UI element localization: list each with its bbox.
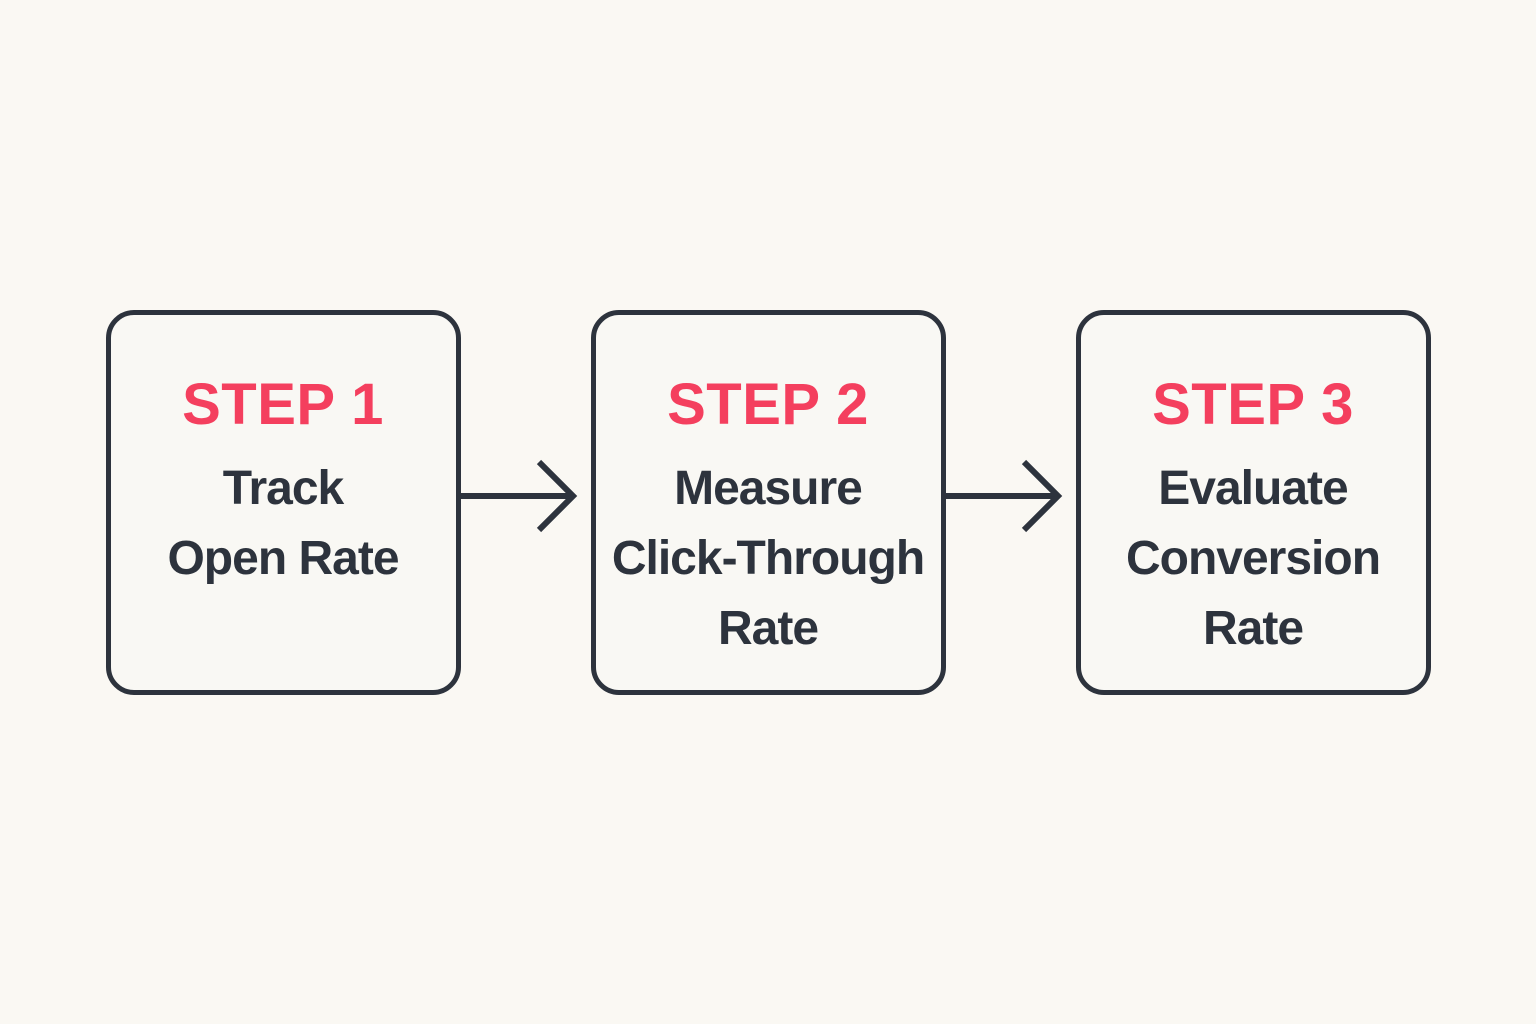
- step-1-title-line: Open Rate: [167, 532, 399, 585]
- step-3-title-line: Evaluate: [1158, 462, 1348, 515]
- step-box-2: STEP 2 Measure Click-Through Rate: [590, 310, 946, 695]
- step-1-title: Track Open Rate: [167, 454, 399, 594]
- step-2-label: STEP 2: [667, 372, 869, 437]
- arrow-right-icon: [460, 446, 591, 546]
- step-2-title-line: Click-Through: [611, 532, 925, 585]
- step-3-title-line: Rate: [1202, 602, 1304, 655]
- step-2-title-line: Measure: [674, 462, 863, 515]
- step-1-title-line: Track: [222, 462, 344, 515]
- step-1-label: STEP 1: [182, 372, 384, 437]
- step-3-label: STEP 3: [1152, 372, 1354, 437]
- step-3-title: Evaluate Conversion Rate: [1125, 454, 1381, 664]
- step-2-title: Measure Click-Through Rate: [611, 454, 925, 664]
- step-2-title-line: Rate: [717, 602, 819, 655]
- step-box-1: STEP 1 Track Open Rate: [105, 310, 461, 695]
- flow-row: STEP 1 Track Open Rate STEP 2 Measure Cl…: [0, 310, 1536, 695]
- step-box-3: STEP 3 Evaluate Conversion Rate: [1075, 310, 1431, 695]
- arrow-right-icon: [945, 446, 1076, 546]
- step-3-title-line: Conversion: [1125, 532, 1381, 585]
